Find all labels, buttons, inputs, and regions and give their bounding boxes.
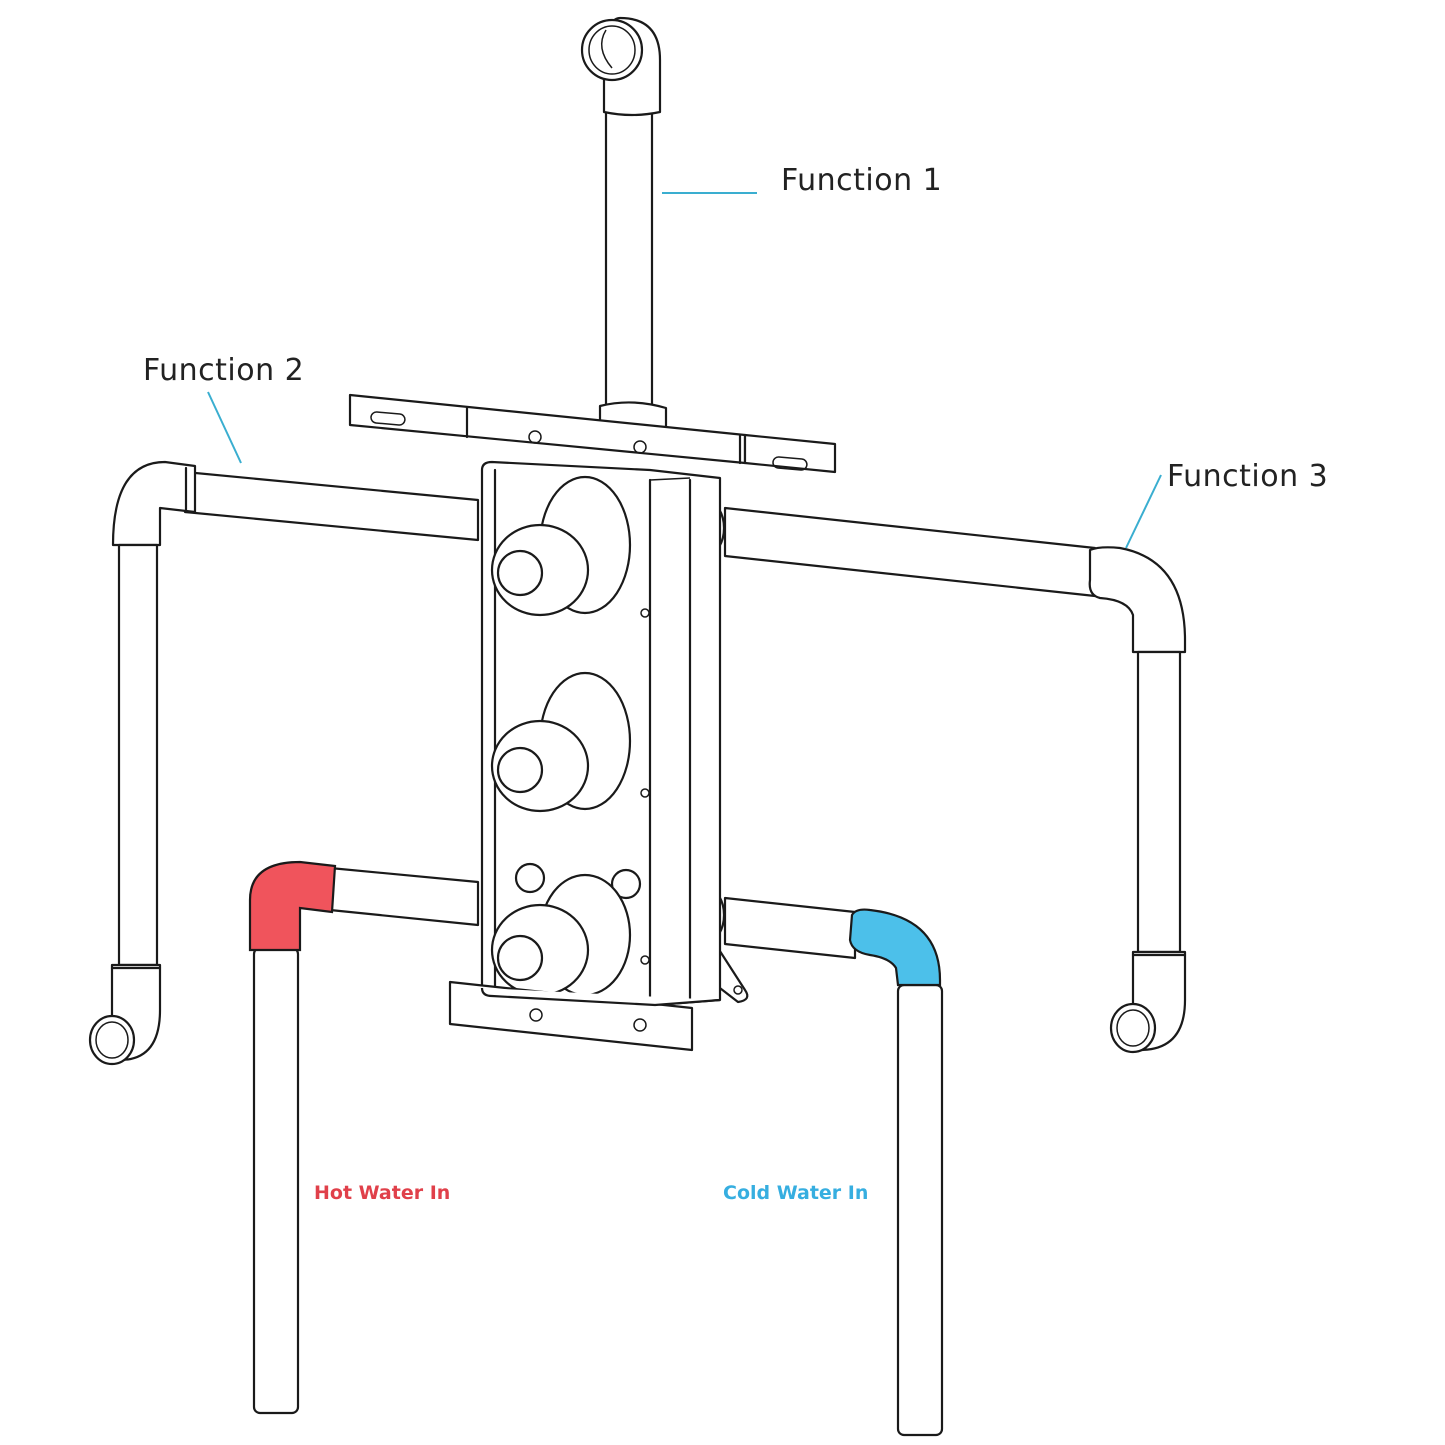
top-mounting-bracket	[348, 393, 837, 474]
function-3-label: Function 3	[1167, 459, 1329, 494]
function-1-pipe	[580, 16, 668, 434]
function-3-leader	[1125, 474, 1162, 549]
function-2-leader	[207, 391, 242, 464]
hot-water-in-label: Hot Water In	[314, 1182, 451, 1204]
cold-water-elbow	[848, 908, 942, 987]
bottom-mounting-bracket	[448, 980, 721, 1052]
valve-cartridge-1	[490, 475, 632, 617]
function-2-label: Function 2	[143, 353, 305, 388]
function-2-pipe	[88, 460, 480, 1066]
valve-cartridge-2	[490, 671, 632, 813]
function-1-label: Function 1	[781, 163, 943, 198]
cold-water-pipe	[690, 887, 944, 1437]
valve-cartridge-3	[490, 862, 642, 997]
cold-water-in-label: Cold Water In	[723, 1182, 869, 1204]
function-3-pipe	[690, 500, 1187, 1054]
hot-water-pipe	[248, 860, 480, 1415]
hot-water-elbow	[248, 860, 337, 952]
